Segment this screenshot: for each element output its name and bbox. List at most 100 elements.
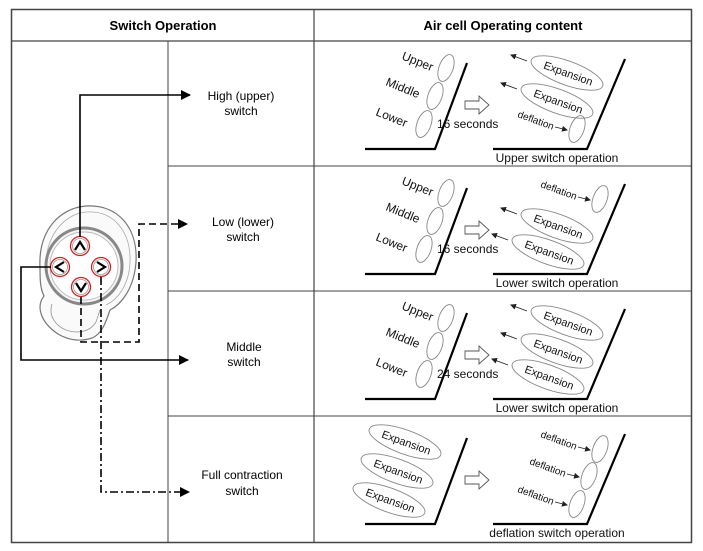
button-left[interactable] <box>49 256 71 278</box>
air-cell-idle <box>415 110 433 138</box>
button-right[interactable] <box>90 256 112 278</box>
air-cell-expanded <box>520 333 594 369</box>
button-right-inner <box>93 259 109 275</box>
air-cell-deflated <box>568 115 586 143</box>
air-cell-state-label: deflation <box>539 179 578 202</box>
connector-full-contraction-line <box>100 277 186 493</box>
button-right-ring[interactable] <box>90 256 112 278</box>
bed-frame-after <box>493 58 627 151</box>
cell-label-lower: Lower <box>374 355 410 380</box>
duration-label: 16 seconds <box>437 242 498 256</box>
cell-label-middle: Middle <box>384 325 422 351</box>
button-left-ring[interactable] <box>49 256 71 278</box>
svg-text:switch: switch <box>225 484 258 498</box>
deflation-arrow <box>554 125 568 132</box>
air-cell-state-label: Expansion <box>364 487 416 516</box>
air-cell-state-label: Expansion <box>523 239 575 268</box>
duration-label: 16 seconds <box>437 117 498 131</box>
bed-frame-after <box>493 183 627 276</box>
bed-frame-after <box>493 433 627 526</box>
button-up[interactable] <box>69 235 91 257</box>
expansion-arrow <box>500 206 518 215</box>
connector-full-contraction <box>100 277 186 493</box>
air-cell-idle <box>426 82 444 110</box>
air-cell-state-label: deflation <box>516 484 555 507</box>
deflation-arrow <box>566 472 580 479</box>
operation-caption: deflation switch operation <box>489 526 624 540</box>
air-cell-state-label: deflation <box>516 109 555 132</box>
air-cell-idle <box>426 207 444 235</box>
operation-caption: Upper switch operation <box>496 151 619 165</box>
chevron-left-icon <box>53 261 65 273</box>
expansion-arrow <box>491 357 509 366</box>
button-down-ring[interactable] <box>70 276 92 298</box>
deflation-arrow <box>577 445 591 452</box>
connector-full-contraction-arrowhead <box>180 487 190 497</box>
bed-frame-before <box>365 187 469 276</box>
expansion-arrow <box>500 81 518 90</box>
air-cell-state-label: Expansion <box>523 364 575 393</box>
transition-arrow-icon <box>464 344 490 366</box>
cell-label-middle: Middle <box>384 75 422 101</box>
air-cell-expanded <box>530 55 604 91</box>
connector-low <box>80 223 186 343</box>
air-cell-expanded <box>520 208 594 244</box>
air-cell-expanded <box>520 83 594 119</box>
connector-low-arrowhead <box>178 219 188 229</box>
svg-text:switch: switch <box>226 230 259 244</box>
air-cell-state-label: Expansion <box>542 310 594 339</box>
connector-middle <box>20 266 189 365</box>
transition-arrow-icon <box>464 469 490 491</box>
switch-label-middle: Middle switch <box>226 340 262 369</box>
transition-arrow-icon <box>464 219 490 241</box>
svg-text:Full contraction: Full contraction <box>201 468 282 482</box>
air-cell-expanded <box>530 305 604 341</box>
svg-text:switch: switch <box>227 355 260 369</box>
air-cell-expanded <box>360 453 434 489</box>
button-down[interactable] <box>70 276 92 298</box>
air-cell-idle <box>437 304 455 332</box>
cell-label-upper: Upper <box>400 174 436 199</box>
chevron-up-icon <box>74 239 86 251</box>
air-cell-state-label: Expansion <box>372 458 424 487</box>
svg-text:switch: switch <box>224 104 257 118</box>
expansion-arrow <box>500 331 518 340</box>
deflation-arrow <box>577 195 591 202</box>
controller-grip <box>50 303 101 333</box>
button-down-inner <box>73 279 89 295</box>
air-cell-deflated <box>580 462 598 490</box>
deflation-arrow <box>554 500 568 507</box>
operation-caption: Lower switch operation <box>496 401 619 415</box>
air-cell-idle <box>437 179 455 207</box>
switch-label-high: High (upper) switch <box>208 89 275 118</box>
air-cell-idle <box>426 332 444 360</box>
switch-label-full-contraction: Full contraction switch <box>201 468 282 498</box>
duration-label: 24 seconds <box>437 367 498 381</box>
header-switch-operation: Switch Operation <box>110 18 217 33</box>
chevron-right-icon <box>96 261 108 273</box>
connector-high-line <box>79 90 191 237</box>
svg-text:Low (lower): Low (lower) <box>212 215 274 229</box>
air-cell-idle <box>415 360 433 388</box>
bed-frame-before <box>365 312 469 401</box>
header-air-cell-content: Air cell Operating content <box>424 18 584 33</box>
air-cell-idle <box>437 54 455 82</box>
connector-high <box>79 90 191 237</box>
air-cell-deflated <box>591 435 609 463</box>
cell-label-lower: Lower <box>374 230 410 255</box>
table-grid <box>10 8 693 544</box>
expansion-arrow <box>491 232 509 241</box>
cell-label-lower: Lower <box>374 105 410 130</box>
button-up-ring[interactable] <box>69 235 91 257</box>
cell-label-middle: Middle <box>384 200 422 226</box>
bed-frame-before <box>365 62 469 151</box>
air-cell-deflated <box>591 185 609 213</box>
air-cell-state-label: deflation <box>528 456 567 479</box>
svg-text:Middle: Middle <box>226 340 262 354</box>
table-border <box>10 8 693 544</box>
cell-label-upper: Upper <box>400 49 436 74</box>
